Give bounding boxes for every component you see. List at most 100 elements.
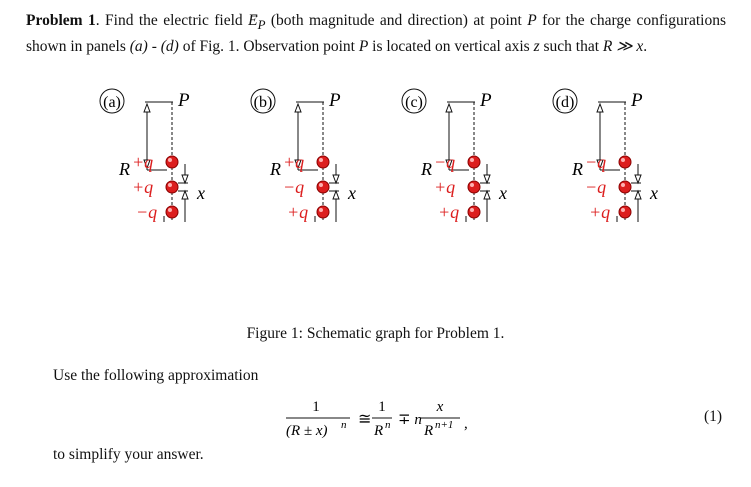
problem-statement: Problem 1. Find the electric field →EP (… xyxy=(26,7,726,58)
field-vector: →EP xyxy=(248,7,266,33)
charge-sphere xyxy=(165,180,179,194)
approximation-equation: 1 (R ± x) n ≅ 1 R n ∓ n x R n+1 , xyxy=(278,396,518,446)
frac2-denominator: R xyxy=(423,423,433,439)
x-arrow-down xyxy=(483,174,491,185)
charge-highlight xyxy=(168,183,172,187)
panel-label-circle xyxy=(552,88,578,114)
charge-sphere xyxy=(165,155,179,169)
x-arrow-up xyxy=(634,189,642,200)
charge-label: −q xyxy=(585,177,606,197)
figure-diagram: (a)PR+q+q−qx(b)PR+q−q+qx(c)PR−q+q+qx(d)P… xyxy=(99,88,658,222)
charge-sphere xyxy=(316,155,330,169)
charge-sphere xyxy=(165,205,179,219)
panel-label: (b) xyxy=(254,94,273,111)
x-label: x xyxy=(649,183,658,203)
r-label: R xyxy=(118,159,130,179)
charge-sphere xyxy=(467,155,481,169)
charge-label: +q xyxy=(438,202,459,222)
point-label: P xyxy=(177,90,190,111)
r-label: R xyxy=(420,159,432,179)
rhs-power: n xyxy=(385,419,391,431)
charge-highlight xyxy=(319,183,323,187)
charge-highlight xyxy=(621,158,625,162)
period: . xyxy=(643,38,648,56)
charge-highlight xyxy=(621,183,625,187)
x-label: x xyxy=(196,183,205,203)
charge-sphere xyxy=(618,155,632,169)
x-arrow-up xyxy=(483,189,491,200)
lhs-denominator: (R ± x) xyxy=(286,423,328,439)
charge-highlight xyxy=(319,208,323,212)
frac2-numerator: x xyxy=(436,399,444,415)
charge-label: −q xyxy=(585,152,606,172)
point-label: P xyxy=(630,90,643,111)
charge-sphere xyxy=(467,180,481,194)
panel-last: (d) xyxy=(160,38,179,56)
panel-label: (d) xyxy=(556,94,575,111)
panel-label-circle xyxy=(250,88,276,114)
point-symbol: P xyxy=(527,12,537,29)
mp-term: ∓ n xyxy=(398,412,422,428)
charge-highlight xyxy=(470,158,474,162)
charge-label: +q xyxy=(434,177,455,197)
figure-caption: Figure 1: Schematic graph for Problem 1. xyxy=(246,325,505,342)
charge-highlight xyxy=(470,208,474,212)
panel-label: (a) xyxy=(103,94,121,111)
charge-sphere xyxy=(316,205,330,219)
charge-sphere xyxy=(618,180,632,194)
dash: - xyxy=(147,38,161,56)
x-label: x xyxy=(498,183,507,203)
charge-highlight xyxy=(470,183,474,187)
x-label: x xyxy=(347,183,356,203)
x-arrow-down xyxy=(181,174,189,185)
point-label: P xyxy=(479,90,492,111)
r-arrow-top xyxy=(596,102,604,113)
frac2-power: n+1 xyxy=(435,419,453,431)
problem-text-5: is located on vertical axis xyxy=(368,38,534,56)
use-approximation-text: Use the following approximation xyxy=(53,367,259,384)
lhs-power: n xyxy=(341,419,347,431)
rhs-numerator: 1 xyxy=(378,399,386,415)
charge-label: +q xyxy=(132,152,153,172)
r-label: R xyxy=(269,159,281,179)
x-arrow-down xyxy=(634,174,642,185)
x-arrow-up xyxy=(181,189,189,200)
r-arrow-bottom xyxy=(143,159,151,170)
panel-label: (c) xyxy=(405,94,423,111)
equation-svg: 1 (R ± x) n ≅ 1 R n ∓ n x R n+1 , xyxy=(286,399,468,439)
x-arrow-up xyxy=(332,189,340,200)
point-symbol-2: P xyxy=(358,38,369,56)
charge-sphere xyxy=(467,205,481,219)
problem-text-3: for the charge configurations shown in p… xyxy=(26,12,726,56)
r-arrow-bottom xyxy=(596,159,604,170)
field-subscript: P xyxy=(257,17,266,33)
charge-highlight xyxy=(168,158,172,162)
field-symbol: E xyxy=(248,12,258,29)
panel-label-circle xyxy=(99,88,125,114)
charge-label: −q xyxy=(136,202,157,222)
rhs-denominator: R xyxy=(373,423,383,439)
charge-sphere xyxy=(316,180,330,194)
charge-label: +q xyxy=(132,177,153,197)
charge-highlight xyxy=(621,208,625,212)
approx-symbol: ≅ xyxy=(358,411,371,428)
panel-first: (a) xyxy=(129,38,148,56)
problem-title: Problem 1 xyxy=(26,12,96,29)
equation-number: (1) xyxy=(704,408,723,425)
problem-text-1: . Find the electric field xyxy=(95,12,249,29)
charge-highlight xyxy=(168,208,172,212)
axis-symbol: z xyxy=(533,38,540,56)
lhs-numerator: 1 xyxy=(312,399,320,415)
charge-label: −q xyxy=(283,177,304,197)
problem-text-6: such that xyxy=(539,38,603,56)
r-arrow-top xyxy=(445,102,453,113)
charge-sphere xyxy=(618,205,632,219)
charge-label: −q xyxy=(434,152,455,172)
r-label: R xyxy=(571,159,583,179)
charge-label: +q xyxy=(287,202,308,222)
r-arrow-top xyxy=(143,102,151,113)
charge-label: +q xyxy=(283,152,304,172)
point-label: P xyxy=(328,90,341,111)
r-arrow-top xyxy=(294,102,302,113)
